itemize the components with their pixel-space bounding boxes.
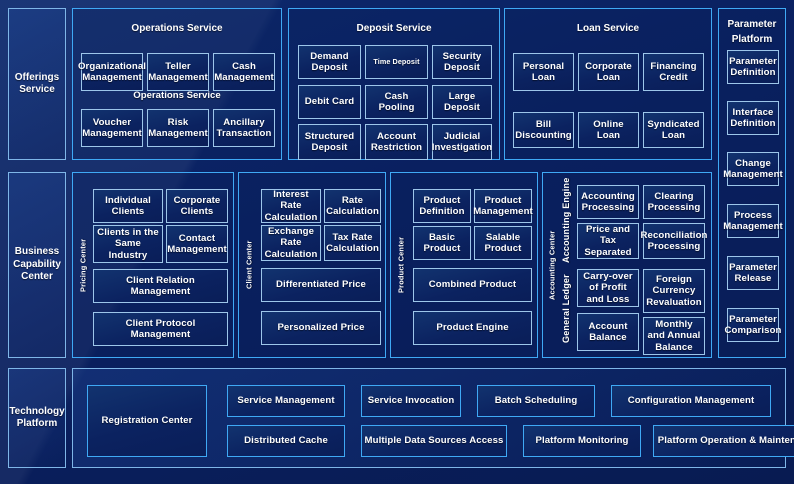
business-capability-center-rail: Business Capability Center [8,172,66,358]
group-product-center-vlabel: Product Center [396,236,406,294]
cell-platform-operation-maintenance[interactable]: Platform Operation & Maintenance [653,425,794,457]
cell-ancillary-transaction[interactable]: Ancillary Transaction [213,109,275,147]
cell-debit-card[interactable]: Debit Card [298,85,361,119]
cell-individual-clients[interactable]: Individual Clients [93,189,163,223]
cell-carry-over-profit-loss[interactable]: Carry-over of Profit and Loss [577,269,639,307]
cell-structured-deposit[interactable]: Structured Deposit [298,124,361,160]
group-parameter-platform: Parameter Platform Parameter Definition … [718,8,786,358]
parameter-platform-title-line2: Platform [731,34,773,45]
group-pricing-center: Pricing Center Individual Clients Corpor… [72,172,234,358]
cell-monthly-annual-balance[interactable]: Monthly and Annual Balance [643,317,705,355]
cell-basic-product[interactable]: Basic Product [413,226,471,260]
cell-online-loan[interactable]: Online Loan [578,112,639,148]
cell-product-management[interactable]: Product Management [473,189,533,223]
cell-parameter-definition[interactable]: Parameter Definition [727,50,779,84]
cell-personal-loan[interactable]: Personal Loan [513,53,574,91]
group-loan-service: Loan Service Personal Loan Corporate Loa… [504,8,712,160]
group-client-center-vlabel: Client Center [244,240,254,290]
cell-client-protocol-management[interactable]: Client Protocol Management [93,312,228,346]
sublabel-general-ledger: General Ledger [561,274,571,344]
cell-corporate-clients[interactable]: Corporate Clients [166,189,228,223]
cell-configuration-management[interactable]: Configuration Management [611,385,771,417]
cell-platform-monitoring[interactable]: Platform Monitoring [523,425,641,457]
cell-judicial-investigation[interactable]: Judicial Investigation [432,124,492,160]
cell-price-and-tax-separated[interactable]: Price and Tax Separated [577,223,639,259]
cell-rate-calculation[interactable]: Rate Calculation [324,189,381,223]
business-capability-center-rail-label: Business Capability Center [9,173,65,357]
cell-demand-deposit[interactable]: Demand Deposit [298,45,361,79]
cell-time-deposit[interactable]: Time Deposit [365,45,428,79]
technology-platform-rail-label: Technology Platform [9,369,65,467]
cell-foreign-currency-revaluation[interactable]: Foreign Currency Revaluation [643,269,705,313]
cell-interface-definition[interactable]: Interface Definition [727,101,779,135]
cell-organizational-management[interactable]: Organizational Management [78,53,146,91]
group-accounting-center-vlabel: Accounting Center [547,230,557,300]
cell-security-deposit[interactable]: Security Deposit [432,45,492,79]
group-deposit-service: Deposit Service Demand Deposit Time Depo… [288,8,500,160]
cell-teller-management[interactable]: Teller Management [147,53,209,91]
cell-cash-pooling[interactable]: Cash Pooling [365,85,428,119]
cell-parameter-release[interactable]: Parameter Release [727,256,779,290]
group-operations-service: Operations Service Operations Service Or… [72,8,282,160]
cell-process-management[interactable]: Process Management [723,204,783,238]
cell-distributed-cache[interactable]: Distributed Cache [227,425,345,457]
cell-exchange-rate-calculation[interactable]: Exchange Rate Calculation [261,225,321,261]
cell-registration-center[interactable]: Registration Center [87,385,207,457]
cell-account-balance[interactable]: Account Balance [577,313,639,351]
cell-multiple-data-sources-access[interactable]: Multiple Data Sources Access [361,425,507,457]
cell-personalized-price[interactable]: Personalized Price [261,311,381,345]
offerings-service-rail: Offerings Service [8,8,66,160]
cell-clients-same-industry[interactable]: Clients in the Same Industry [93,225,163,263]
offerings-service-rail-label: Offerings Service [9,9,65,159]
cell-accounting-processing[interactable]: Accounting Processing [577,185,639,219]
cell-contact-management[interactable]: Contact Management [166,225,228,263]
technology-rail-line1: Technology [9,405,65,417]
sublabel-accounting-engine: Accounting Engine [561,177,571,263]
technology-rail-line2: Platform [16,418,58,429]
offerings-rail-line1: Offerings [14,71,60,83]
cell-service-management[interactable]: Service Management [227,385,345,417]
cell-parameter-comparison[interactable]: Parameter Comparison [725,308,781,342]
cell-combined-product[interactable]: Combined Product [413,268,532,302]
cell-risk-management[interactable]: Risk Management [147,109,209,147]
group-accounting-center: Accounting Center Accounting Engine Gene… [542,172,712,358]
cell-bill-discounting[interactable]: Bill Discounting [513,112,574,148]
cell-financing-credit[interactable]: Financing Credit [643,53,704,91]
business-rail-line1: Business [14,246,60,258]
cell-product-engine[interactable]: Product Engine [413,311,532,345]
business-rail-line2: Capability [13,258,61,270]
group-pricing-center-vlabel: Pricing Center [78,238,88,292]
group-technology-platform: Registration Center Service Management S… [72,368,794,468]
cell-interest-rate-calculation[interactable]: Interest Rate Calculation [261,189,321,223]
cell-salable-product[interactable]: Salable Product [474,226,532,260]
offerings-rail-line2: Service [19,84,55,95]
cell-voucher-management[interactable]: Voucher Management [81,109,143,147]
parameter-platform-title-line1: Parameter [727,19,777,30]
group-deposit-service-title: Deposit Service [356,23,432,34]
cell-batch-scheduling[interactable]: Batch Scheduling [477,385,595,417]
cell-cash-management[interactable]: Cash Management [213,53,275,91]
cell-reconciliation-processing[interactable]: Reconciliation Processing [641,223,707,259]
cell-account-restriction[interactable]: Account Restriction [365,124,428,160]
business-rail-line3: Center [21,271,53,283]
cell-product-definition[interactable]: Product Definition [413,189,471,223]
group-client-center: Client Center Interest Rate Calculation … [238,172,386,358]
technology-platform-rail: Technology Platform [8,368,66,468]
group-loan-service-title: Loan Service [576,23,640,34]
group-product-center: Product Center Product Definition Produc… [390,172,538,358]
cell-clearing-processing[interactable]: Clearing Processing [643,185,705,219]
cell-syndicated-loan[interactable]: Syndicated Loan [643,112,704,148]
group-operations-service-overlay-title: Operations Service [133,90,221,101]
cell-tax-rate-calculation[interactable]: Tax Rate Calculation [324,225,381,261]
cell-corporate-loan[interactable]: Corporate Loan [578,53,639,91]
cell-differentiated-price[interactable]: Differentiated Price [261,268,381,302]
cell-service-invocation[interactable]: Service Invocation [361,385,461,417]
cell-client-relation-management[interactable]: Client Relation Management [93,269,228,303]
group-operations-service-title: Operations Service [131,23,223,34]
cell-large-deposit[interactable]: Large Deposit [432,85,492,119]
cell-change-management[interactable]: Change Management [723,152,783,186]
